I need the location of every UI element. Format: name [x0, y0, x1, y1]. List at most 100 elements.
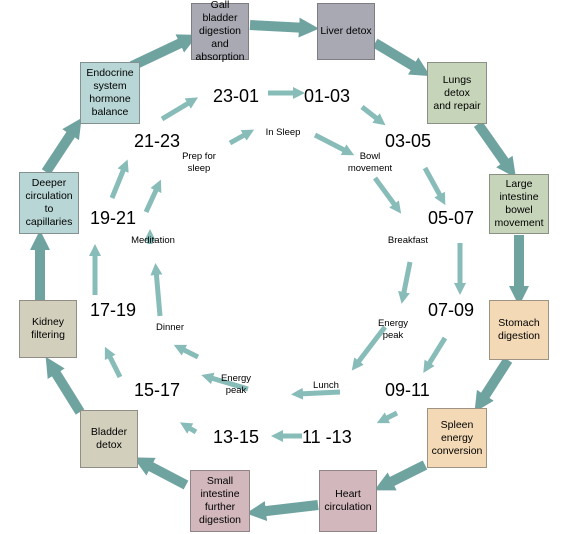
- organ-label-line: Deeper: [31, 177, 67, 189]
- outer-arrow-3: [372, 38, 431, 77]
- organ-label-line: intestine: [200, 488, 240, 500]
- organ-label-line: filtering: [31, 329, 65, 341]
- activity-label-dinner: Dinner: [156, 322, 184, 334]
- inner-arrow-14: [313, 132, 355, 156]
- organ-label-line: hormone: [89, 93, 131, 105]
- activity-label-line: Lunch: [313, 380, 339, 391]
- activity-label-in-sleep: In Sleep: [266, 127, 301, 139]
- inner-arrow-17: [351, 325, 387, 371]
- organ-label-line: Lungs detox: [442, 73, 472, 99]
- activity-label-line: Energy: [220, 373, 252, 384]
- organ-label-line: Large: [505, 178, 533, 190]
- outer-arrow-8: [246, 500, 319, 522]
- organ-label-line: movement: [494, 217, 544, 229]
- organ-label-line: conversion: [431, 444, 483, 457]
- activity-label-meditation: Meditation: [131, 235, 175, 247]
- time-slot-label: 01-03: [304, 86, 351, 106]
- time-slot-label: 17-19: [90, 300, 137, 320]
- time-slot-label: 09-11: [385, 380, 430, 400]
- time-slot-label: 15-17: [134, 380, 181, 400]
- outer-arrow-ring: [30, 17, 529, 522]
- organ-label-line: system: [93, 80, 127, 92]
- organ-label-line: Stomach: [498, 317, 540, 329]
- activity-label-line: sleep: [187, 163, 211, 174]
- organ-label-line: intestine: [499, 191, 539, 203]
- organ-label-line: Endocrine: [86, 67, 134, 79]
- inner-arrow-12: [160, 97, 199, 122]
- organ-label-line: Bladder: [90, 426, 128, 438]
- time-slot-label: 13-15: [213, 427, 260, 447]
- organ-label-line: digestion: [198, 514, 242, 526]
- inner-arrow-ring: [89, 87, 466, 442]
- organ-label-line: Heart: [335, 488, 361, 500]
- inner-arrow-13: [228, 129, 255, 146]
- organ-label-line: circulation: [324, 501, 372, 513]
- activity-label-line: Energy: [377, 318, 409, 329]
- activity-label-line: In Sleep: [265, 127, 301, 138]
- time-slot-label: 05-07: [428, 208, 475, 228]
- organ-label-line: Spleen: [440, 418, 474, 431]
- inner-arrow-18: [291, 387, 341, 400]
- inner-arrow-23: [143, 179, 162, 214]
- organ-label-line: and: [211, 38, 229, 50]
- organ-label-line: and repair: [433, 99, 481, 112]
- outer-arrow-10: [45, 356, 85, 415]
- time-slot-label: 03-05: [385, 131, 432, 151]
- outer-arrow-9: [133, 457, 189, 490]
- outer-arrow-2: [249, 17, 319, 38]
- time-slot-label: 19-21: [90, 208, 137, 228]
- organ-label-line: balance: [91, 106, 129, 118]
- activity-label-line: peak: [225, 385, 247, 396]
- organ-label-line: circulation: [25, 190, 73, 202]
- organ-label-line: Gall bladder: [202, 0, 238, 24]
- inner-arrow-19: [201, 372, 249, 392]
- organ-label-line: Kidney: [31, 316, 65, 328]
- organ-label-line: bowel: [505, 204, 533, 216]
- time-slot-label: 21-23: [134, 131, 181, 151]
- organ-label-line: energy: [440, 431, 474, 444]
- activity-label-breakfast: Breakfast: [388, 235, 428, 247]
- activity-label-line: Breakfast: [387, 235, 429, 246]
- inner-arrow-15: [372, 176, 402, 214]
- inner-arrow-9: [104, 346, 123, 379]
- outer-arrow-7: [374, 460, 428, 491]
- activity-label-line: Prep for: [182, 151, 216, 162]
- outer-arrow-12: [41, 117, 82, 175]
- organ-label-line: Small: [206, 475, 234, 487]
- activity-label-line: Bowl: [359, 151, 381, 162]
- inner-arrow-2: [360, 105, 386, 126]
- outer-arrow-6: [474, 357, 513, 413]
- organ-box-liver: Liver detox: [317, 3, 375, 60]
- time-slot-label: 07-09: [428, 300, 475, 320]
- inner-arrow-16: [398, 261, 413, 304]
- activity-label-line: Meditation: [131, 235, 175, 246]
- inner-arrow-6: [376, 410, 399, 424]
- inner-arrow-5: [423, 336, 448, 373]
- time-slot-label: 23-01: [213, 86, 260, 106]
- inner-arrow-21: [150, 263, 163, 317]
- activity-label-line: movement: [347, 163, 393, 174]
- outer-arrow-4: [473, 121, 516, 178]
- inner-arrow-20: [173, 344, 200, 360]
- organ-label-line: digestion: [497, 330, 541, 342]
- organ-label-line: digestion: [198, 25, 242, 37]
- inner-arrow-11: [109, 159, 129, 199]
- inner-arrow-3: [422, 166, 446, 206]
- outer-arrow-1: [129, 34, 198, 71]
- activity-label-line: Dinner: [156, 322, 184, 333]
- organ-label-line: detox: [96, 439, 122, 451]
- organ-label-line: absorption: [195, 51, 245, 63]
